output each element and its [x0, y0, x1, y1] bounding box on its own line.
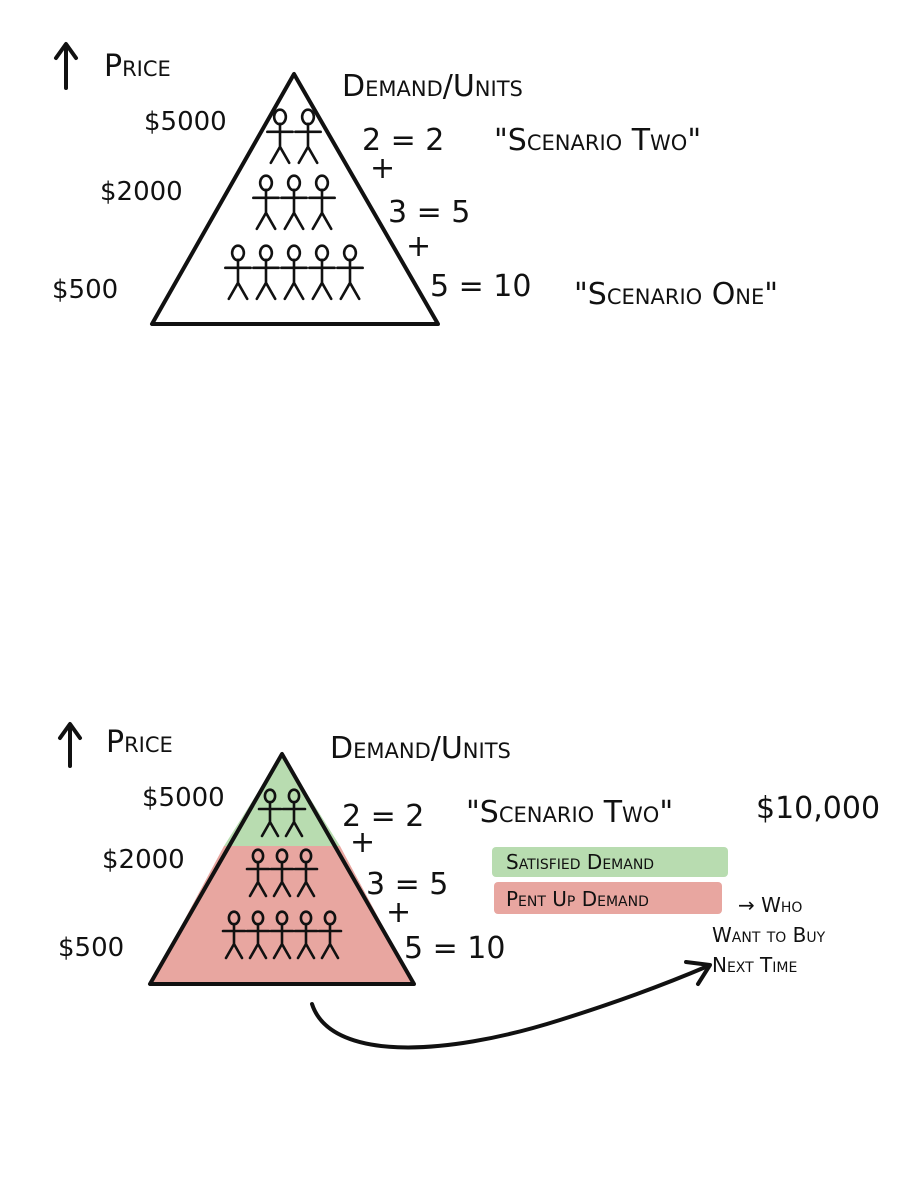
- scenario-one-label: "Scenario One": [574, 277, 778, 312]
- stick-figure: [280, 244, 308, 301]
- note-line-3: Next Time: [712, 953, 797, 977]
- stick-figure: [293, 848, 319, 898]
- stick-figure: [336, 244, 364, 301]
- demand-units-label: Demand/Units: [342, 69, 523, 104]
- satisfied-demand-label: Satisfied Demand: [506, 850, 654, 874]
- equation-tier-2: 3 = 5: [366, 867, 448, 902]
- stick-figure: [221, 910, 247, 960]
- plus-sign: +: [370, 151, 395, 186]
- up-arrow-icon: [58, 722, 82, 768]
- plus-sign: +: [406, 229, 431, 264]
- stick-figure: [269, 848, 295, 898]
- equation-tier-1: 2 = 2: [362, 123, 444, 158]
- note-line-2: Want to Buy: [712, 923, 826, 947]
- price-label-5000: $5000: [142, 783, 225, 813]
- top-diagram: Price Demand/Units $5000 $2000 $500 2 = …: [52, 42, 778, 326]
- plus-sign: +: [386, 895, 411, 930]
- up-arrow-icon: [54, 42, 78, 90]
- price-axis-label: Price: [104, 49, 171, 84]
- price-axis-label: Price: [106, 725, 173, 760]
- stick-figure: [224, 244, 252, 301]
- equation-tier-3: 5 = 10: [430, 269, 531, 304]
- stick-figure: [308, 244, 336, 301]
- scenario-two-label: "Scenario Two": [466, 795, 673, 830]
- curved-arrow-icon: [310, 960, 712, 1050]
- satisfied-demand-zone: [224, 754, 340, 846]
- stick-figures: [221, 788, 343, 960]
- stick-figure: [252, 174, 280, 231]
- pent-up-demand-label: Pent Up Demand: [506, 887, 649, 911]
- stick-figure: [245, 848, 271, 898]
- stick-figure: [308, 174, 336, 231]
- pent-up-demand-zone: [150, 846, 414, 984]
- scenario-two-label: "Scenario Two": [494, 123, 701, 158]
- equation-tier-3: 5 = 10: [404, 931, 505, 966]
- stick-figure: [317, 910, 343, 960]
- equation-tier-1: 2 = 2: [342, 799, 424, 834]
- stick-figure: [280, 174, 308, 231]
- stick-figure: [281, 788, 307, 838]
- price-label-500: $500: [52, 275, 118, 305]
- satisfied-demand-highlight: [492, 847, 728, 877]
- price-label-2000: $2000: [102, 845, 185, 875]
- note-line-1: → Who: [738, 893, 802, 917]
- stick-figure: [294, 108, 322, 165]
- revenue-label: $10,000: [756, 791, 880, 826]
- price-label-500: $500: [58, 933, 124, 963]
- equation-tier-2: 3 = 5: [388, 195, 470, 230]
- demand-units-label: Demand/Units: [330, 731, 511, 766]
- demand-pyramid: [148, 752, 416, 986]
- price-label-2000: $2000: [100, 177, 183, 207]
- plus-sign: +: [350, 825, 375, 860]
- stick-figure: [257, 788, 283, 838]
- pent-up-demand-highlight: [494, 882, 722, 914]
- stick-figure: [252, 244, 280, 301]
- price-label-5000: $5000: [144, 107, 227, 137]
- bottom-diagram: Price Demand/Units $5000 $2000 $500 2 = …: [58, 722, 880, 1050]
- demand-pyramid: [150, 72, 440, 326]
- stick-figure: [293, 910, 319, 960]
- stick-figures: [224, 108, 364, 301]
- stick-figure: [269, 910, 295, 960]
- stick-figure: [266, 108, 294, 165]
- stick-figure: [245, 910, 271, 960]
